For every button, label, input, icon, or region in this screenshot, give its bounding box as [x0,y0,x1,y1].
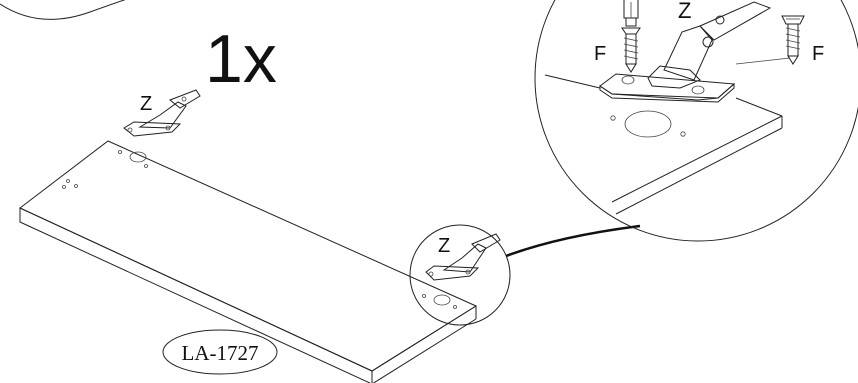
previous-step-detail-circle [0,0,126,20]
screw-label-left: F [594,43,606,65]
screw-hole-left [621,75,635,85]
part-code-label: LA-1727 [182,341,259,365]
quantity-label: 1x [205,21,277,97]
small-detail-circle [409,224,511,326]
callout-leader-line [505,224,641,258]
part-code-oval [162,329,278,375]
zoom-hinge [599,1,772,103]
hinge-in-small-circle [425,233,501,281]
hinge-label-small: Z [438,235,450,257]
hinge-label-zoom: Z [678,0,691,23]
panel-board [19,140,478,383]
screw-hole-right [691,85,705,95]
hinge-label-main: Z [140,93,152,115]
screw-left-icon [621,27,641,73]
zoom-detail-circle [534,0,858,242]
screw-label-right: F [812,43,824,65]
zoom-panel-edge [544,57,791,215]
screw-right-icon [781,15,805,65]
hinge-on-board [123,89,201,137]
screwdriver-icon [623,0,639,27]
